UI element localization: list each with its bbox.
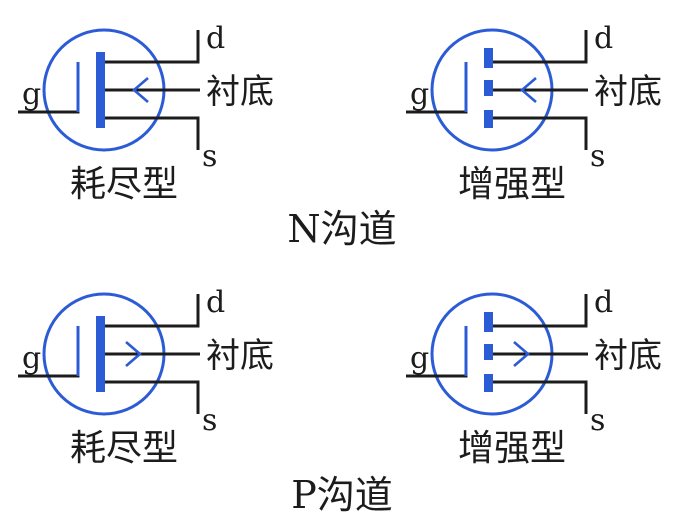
symbol-4-gate-label: g [410,341,429,376]
symbol-3-source-label: s [202,403,217,438]
symbol-4-caption-label: 增强型 [458,428,566,469]
symbol-4-substrate-label: 衬底 [594,336,662,376]
symbol-3-drain-lead [105,294,200,328]
symbol-2-substrate-arrow-icon [520,77,537,103]
symbol-2-n-channel-enhancement: g d 衬底 s 增强型 [406,21,662,205]
symbol-3-source-lead [105,380,200,414]
symbol-1-substrate-arrow-icon [132,77,149,103]
symbol-1-source-lead [105,116,200,150]
symbol-4-drain-label: d [594,285,613,320]
symbol-2-drain-label: d [594,21,613,56]
symbol-1-drain-label: d [206,21,225,56]
symbol-3-gate-label: g [22,341,41,376]
symbol-3-channel-bar [96,316,105,392]
symbol-3-substrate-label: 衬底 [206,336,274,376]
symbol-2-channel-segment [484,110,493,128]
symbol-2-source-label: s [590,139,605,174]
symbol-4-channel-segment [484,312,493,332]
symbol-4-channel-segment [484,374,493,392]
symbol-4-drain-lead [493,294,588,328]
n-channel-title: N沟道 [287,207,396,251]
symbol-3-p-channel-depletion: g d 衬底 s 耗尽型 [18,285,274,469]
symbol-1-substrate-label: 衬底 [206,72,274,112]
symbol-4-source-label: s [590,403,605,438]
symbol-3-caption-label: 耗尽型 [70,428,178,469]
symbol-3-drain-label: d [206,285,225,320]
symbol-2-substrate-label: 衬底 [594,72,662,112]
symbol-3-substrate-arrow-icon [125,341,142,367]
symbol-1-caption-label: 耗尽型 [70,164,178,205]
symbol-1-drain-lead [105,30,200,64]
symbol-layer: g d 衬底 s 耗尽型 g d 衬底 s 增强型 g d 衬底 s 耗尽型 g d 衬底 s 增强型 [18,21,662,469]
p-channel-title: P沟道 [291,473,393,517]
symbol-4-channel-segment [484,344,493,360]
symbol-1-n-channel-depletion: g d 衬底 s 耗尽型 [18,21,274,205]
symbol-1-channel-bar [96,52,105,128]
symbol-4-p-channel-enhancement: g d 衬底 s 增强型 [406,285,662,469]
symbol-2-caption-label: 增强型 [458,164,566,205]
symbol-2-gate-label: g [410,77,429,112]
symbol-4-substrate-arrow-icon [513,341,530,367]
symbol-2-channel-segment [484,48,493,68]
symbol-2-drain-lead [493,30,588,64]
symbol-2-channel-segment [484,80,493,96]
symbol-4-source-lead [493,380,588,414]
symbol-1-gate-label: g [22,77,41,112]
symbol-2-source-lead [493,116,588,150]
symbol-1-source-label: s [202,139,217,174]
